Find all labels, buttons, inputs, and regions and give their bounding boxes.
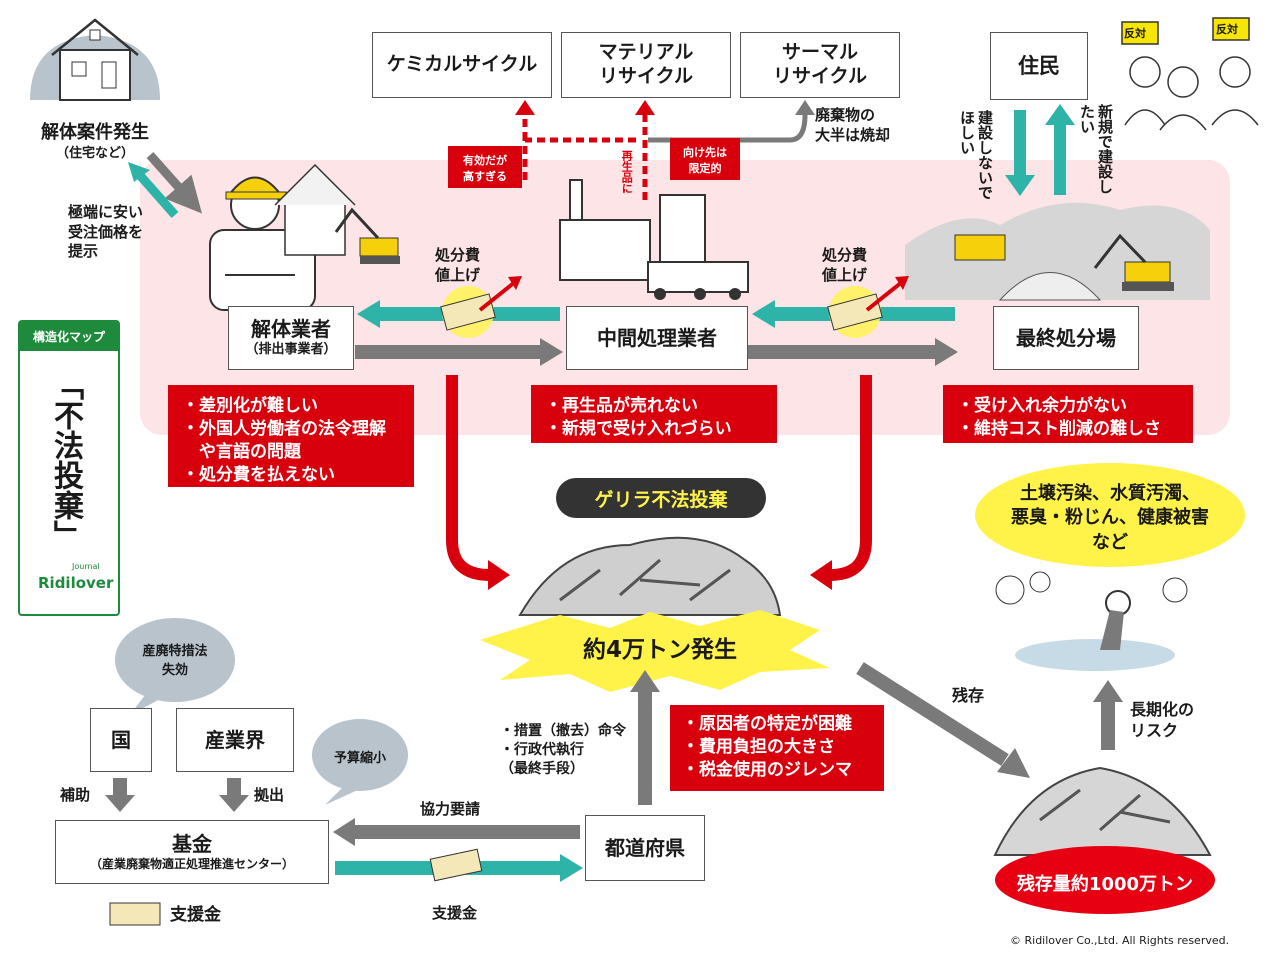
residual-amount-label: 残存量約1000万トン (1016, 874, 1194, 895)
dont-build-note: 建設しないでほしい (958, 110, 994, 200)
house-illustration (30, 18, 160, 101)
prefecture-box: 都道府県 (585, 815, 705, 881)
demolition-case-title: 解体案件発生 (41, 122, 149, 143)
factory-illustration (559, 179, 749, 300)
prefecture-issues: ・原因者の特定が困難・費用負担の大きさ・税金使用のジレンマ (670, 705, 884, 791)
protesters-illustration (1121, 17, 1259, 131)
mostly-incinerated-note: 廃棄物の 大半は焼却 (815, 106, 891, 144)
landfill-issues: ・受け入れ余力がない・維持コスト削減の難しさ (943, 385, 1193, 443)
residual-pile-illustration (993, 766, 1215, 914)
teal-arrow-price (133, 169, 179, 218)
pollution-text: 土壌汚染、水質汚濁、 悪臭・粉じん、健康被害 など (1011, 483, 1209, 553)
generated-amount-label: 約4万トン発生 (582, 637, 737, 663)
guerrilla-dumping-label: ゲリラ不法投棄 (556, 478, 766, 518)
country-box: 国 (90, 708, 152, 772)
contribution-label: 拠出 (254, 786, 285, 804)
map-badge-header: 構造化マップ (20, 322, 118, 351)
landfill-illustration (905, 202, 1210, 301)
law-cloud (115, 618, 235, 702)
protest-sign-2: 反対 (1216, 23, 1238, 36)
cooperation-request-label: 協力要請 (420, 800, 481, 818)
money-icon-1 (440, 276, 522, 338)
money-icon-3 (429, 848, 483, 882)
contractor-issues: ・差別化が難しい・外国人労働者の法令理解 や言語の問題・処分費を払えない (168, 385, 414, 487)
intermediate-processor-box: 中間処理業者 (566, 306, 748, 370)
residents-box: 住民 (990, 32, 1088, 100)
intermediate-issues: ・再生品が売れない・新規で受け入れづらい (531, 385, 777, 443)
contractor-box: 解体業者（排出事業者） (228, 306, 354, 370)
protest-sign-1: 反対 (1124, 27, 1146, 40)
ridilover-logo: Ridilover (38, 574, 114, 592)
ridilover-logo-sub: Journal (72, 562, 100, 571)
want-new-note: 新規で建設したい (1078, 104, 1114, 194)
burst-shape (480, 610, 830, 692)
map-badge-title: 「不法投棄」 (48, 370, 83, 550)
copyright: © Ridilover Co.,Ltd. All Rights reserved… (1010, 934, 1230, 947)
map-badge: 構造化マップ 「不法投棄」 Ridilover Journal (18, 320, 120, 616)
long-term-risk-label: 長期化の リスク (1130, 700, 1195, 740)
special-law-expired: 産廃特措法 失効 (142, 644, 208, 678)
residual-label: 残存 (952, 686, 985, 705)
recycled-note: 再生品に (620, 150, 634, 194)
cheap-price-note: 極端に安い 受注価格を 提示 (68, 203, 144, 260)
price-up-label-1: 処分費 値上げ (435, 246, 481, 284)
chemical-cycle-box: ケミカルサイクル (372, 32, 552, 98)
industry-box: 産業界 (176, 708, 294, 772)
budget-cut: 予算縮小 (333, 751, 386, 766)
too-expensive-tag: 有効だが 高すぎる (448, 146, 522, 188)
thermal-recycle-box: サーマル リサイクル (740, 32, 900, 98)
pollution-illustration (995, 571, 1188, 671)
price-up-label-2: 処分費 値上げ (822, 246, 868, 284)
landfill-box: 最終処分場 (993, 306, 1139, 370)
demolition-case-sub: （住宅など） (55, 146, 134, 161)
support-money-label: 支援金 (170, 905, 221, 925)
pollution-cloud (975, 463, 1245, 567)
prefecture-support-label: 支援金 (432, 904, 478, 922)
fund-box: 基金（産業廃棄物適正処理推進センター） (55, 820, 329, 884)
subsidy-label: 補助 (60, 786, 91, 804)
money-icon-4 (109, 902, 161, 926)
budget-cloud (312, 719, 408, 791)
limited-destination-tag: 向け先は 限定的 (670, 138, 740, 180)
money-icon-2 (827, 276, 909, 338)
material-recycle-box: マテリアル リサイクル (561, 32, 731, 98)
prefecture-measures: ・措置（撤去）命令・行政代執行（最終手段） (500, 723, 626, 777)
demolition-site-illustration (274, 163, 400, 264)
garbage-pile-illustration (518, 536, 782, 616)
